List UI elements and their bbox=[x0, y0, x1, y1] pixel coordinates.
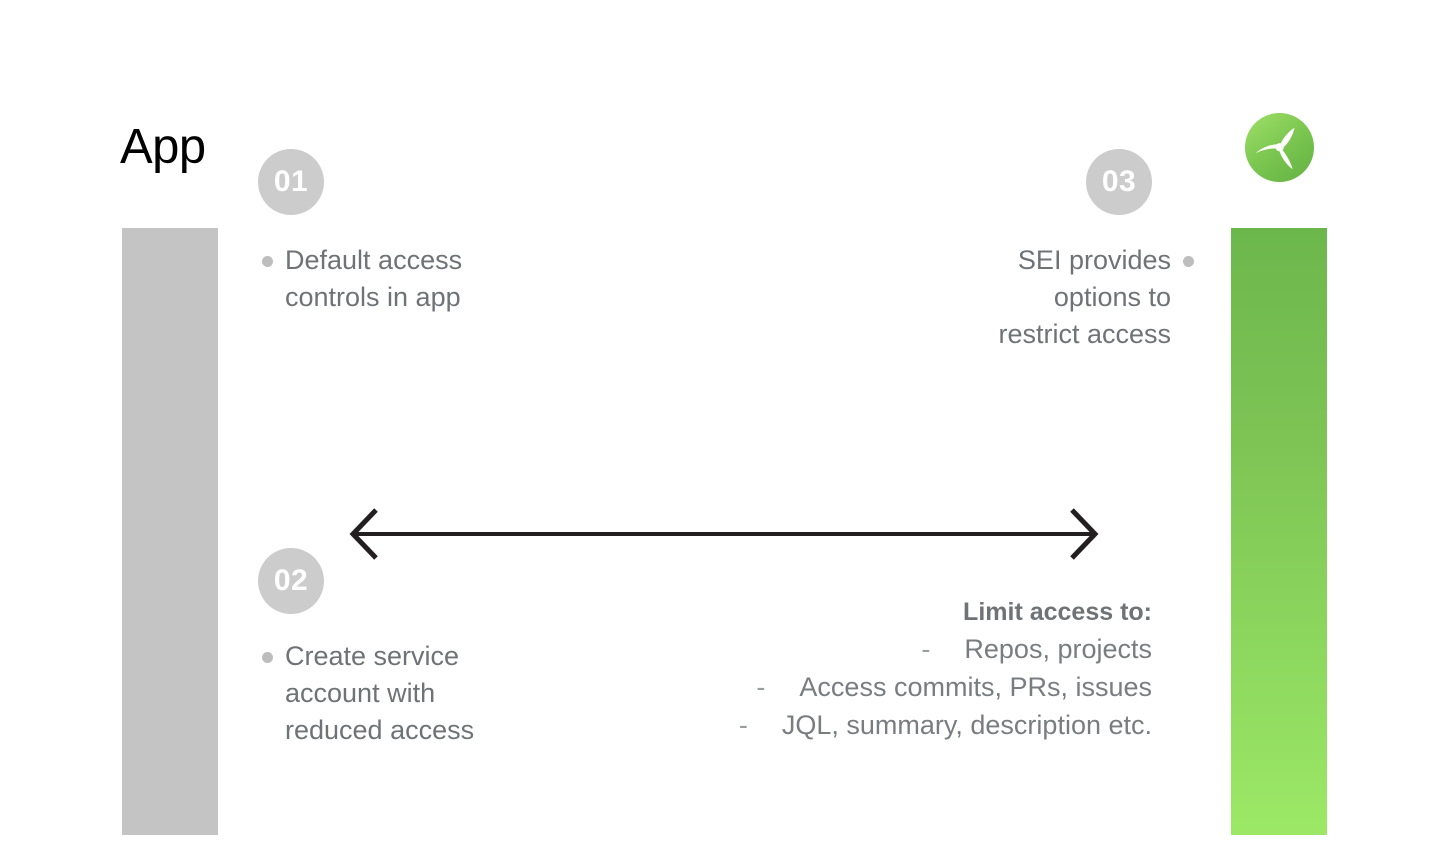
limit-access-item: - Access commits, PRs, issues bbox=[739, 668, 1152, 706]
limit-access-item-label: JQL, summary, description etc. bbox=[781, 710, 1152, 740]
limit-access-heading: Limit access to: bbox=[963, 598, 1152, 626]
bullet-dot-icon bbox=[1183, 256, 1194, 267]
step-block-03: SEI provides options to restrict access bbox=[998, 242, 1194, 353]
step-badge-02: 02 bbox=[258, 548, 324, 614]
page-title: App bbox=[120, 120, 206, 174]
step-text-02: Create service account with reduced acce… bbox=[285, 641, 475, 745]
step-block-01: Default access controls in app bbox=[262, 242, 462, 316]
list-dash: - bbox=[756, 672, 766, 702]
limit-access-item-label: Access commits, PRs, issues bbox=[799, 672, 1152, 702]
app-column-bar bbox=[122, 228, 218, 835]
step-block-02: Create service account with reduced acce… bbox=[262, 638, 474, 749]
limit-access-item-label: Repos, projects bbox=[964, 634, 1152, 664]
step-text-01: Default access controls in app bbox=[285, 245, 463, 312]
step-text-03: SEI provides options to restrict access bbox=[998, 245, 1171, 349]
list-dash: - bbox=[921, 634, 931, 664]
bullet-dot-icon bbox=[262, 256, 273, 267]
bidirectional-arrow-icon bbox=[348, 506, 1100, 562]
step-badge-01: 01 bbox=[258, 149, 324, 215]
bullet-dot-icon bbox=[262, 652, 273, 663]
limit-access-group: Limit access to: - Repos, projects - Acc… bbox=[739, 594, 1152, 744]
sei-propeller-logo-icon bbox=[1245, 113, 1314, 182]
sei-column-bar bbox=[1231, 228, 1327, 835]
limit-access-item: - Repos, projects bbox=[739, 630, 1152, 668]
list-dash: - bbox=[738, 710, 748, 740]
step-badge-03: 03 bbox=[1086, 149, 1152, 215]
limit-access-item: - JQL, summary, description etc. bbox=[739, 706, 1152, 744]
